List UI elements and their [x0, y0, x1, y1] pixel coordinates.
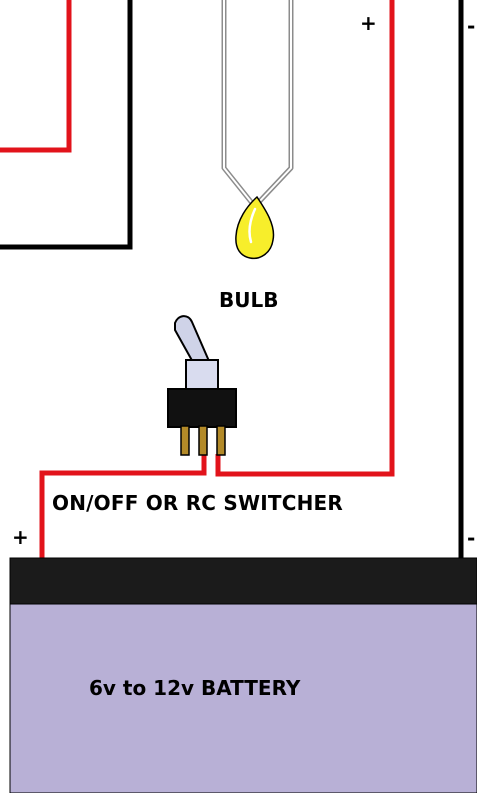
switch-body [167, 388, 237, 428]
battery-top [9, 557, 477, 605]
minus-top-label: - [467, 14, 476, 38]
left-red-wire-core [0, 0, 72, 153]
left-red-wire-outline [0, 0, 74, 155]
plus-bottom-label: + [12, 525, 29, 549]
bulb-label: BULB [219, 288, 279, 312]
switch-pin-middle [198, 425, 208, 456]
left-outer-black-wire-core [0, 0, 133, 250]
switch-pin-right [216, 425, 226, 456]
bulb-lead-wire [221, 0, 294, 207]
battery-label: 6v to 12v BATTERY [89, 676, 301, 700]
minus-bottom-label: - [467, 526, 476, 550]
battery-positive-wire-core [39, 454, 207, 560]
switch-collar [185, 359, 219, 390]
right-red-wire-core [215, 0, 395, 477]
bulb-glow-highlight [248, 207, 257, 244]
switch-label: ON/OFF OR RC SWITCHER [52, 491, 343, 515]
switch-pin-left [180, 425, 190, 456]
battery-body [9, 603, 477, 793]
plus-top-label: + [360, 11, 377, 35]
bulb-lead-wire-inner [223, 0, 292, 205]
switch-pins [180, 425, 226, 456]
bulb-glow [235, 195, 275, 260]
